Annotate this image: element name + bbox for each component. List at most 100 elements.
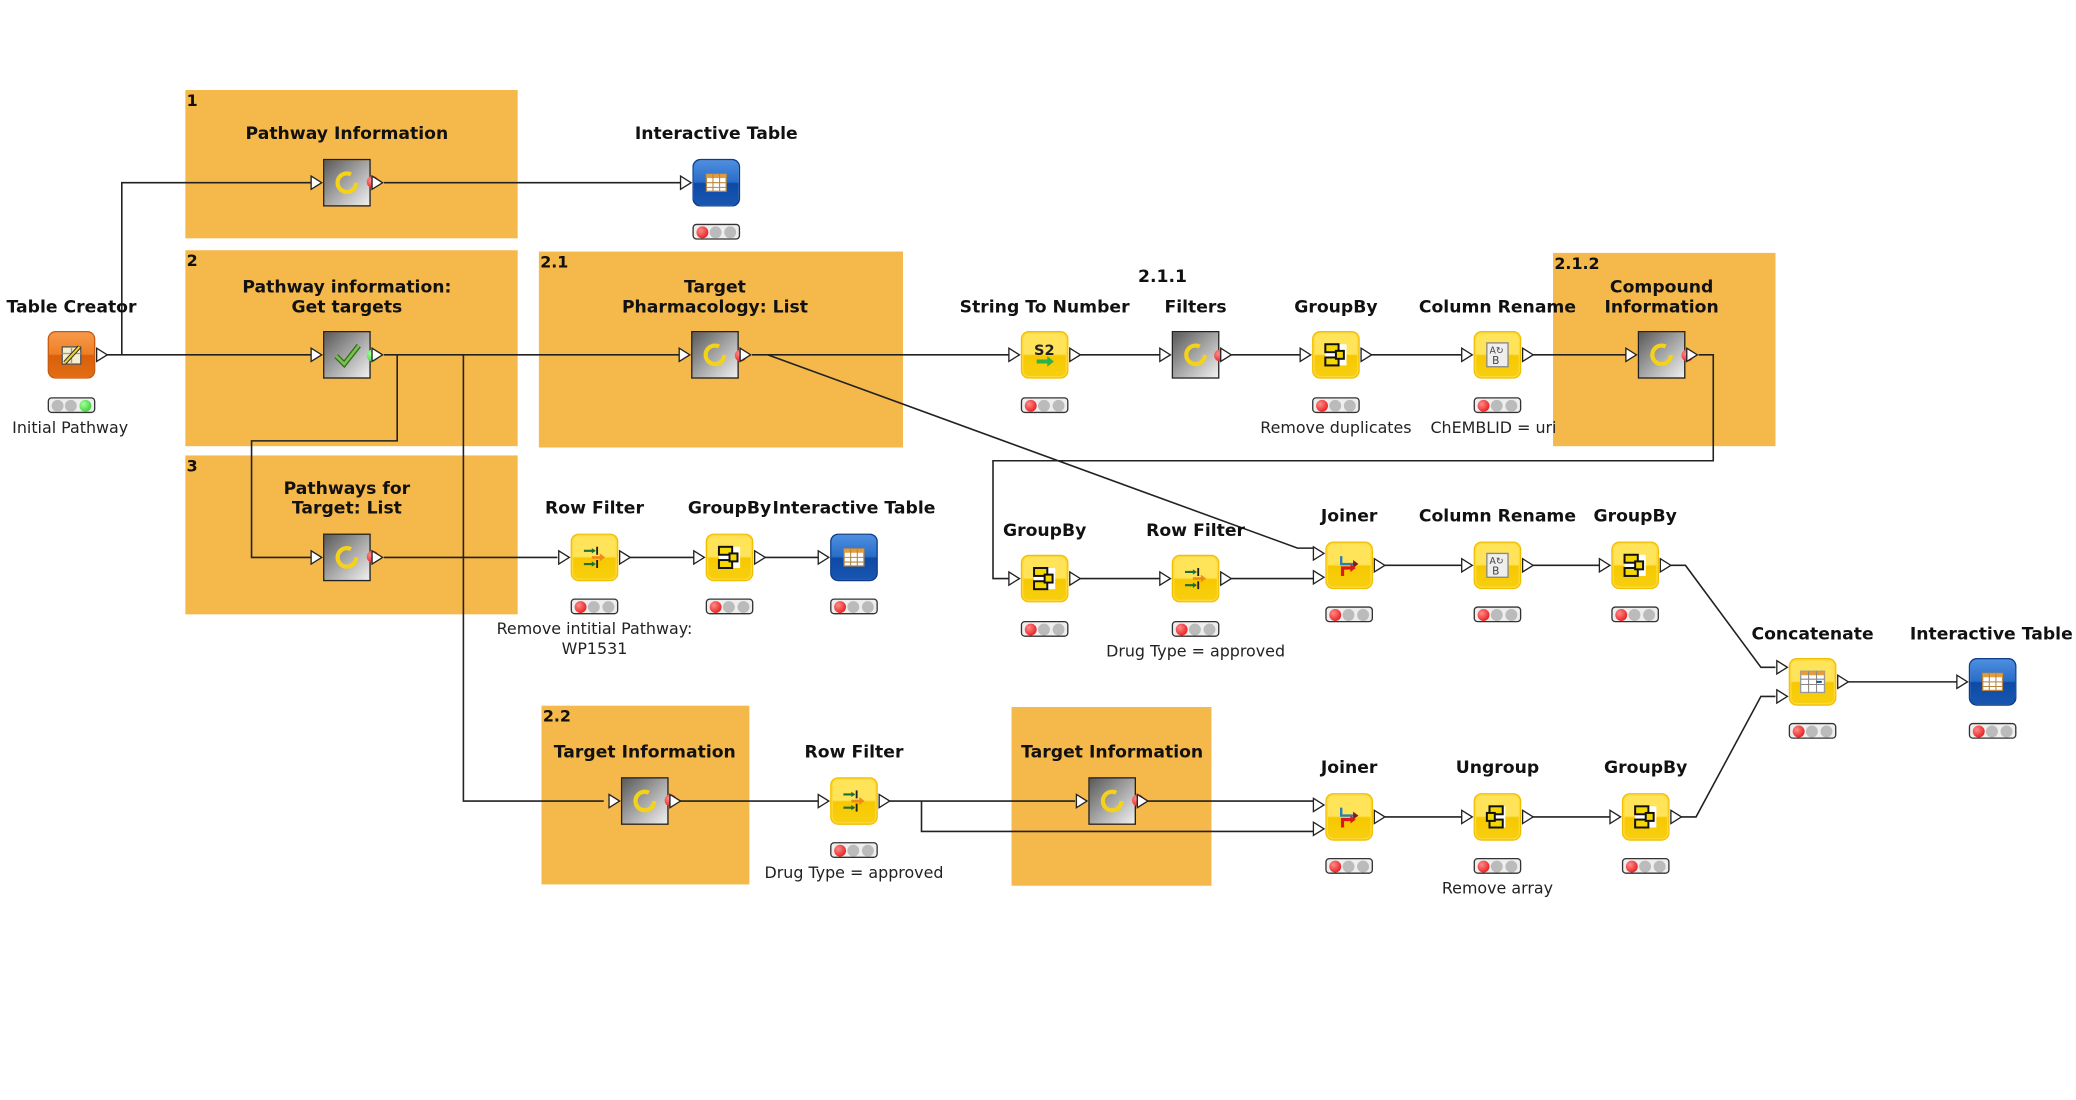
port-status-dot bbox=[664, 794, 677, 807]
node-string-to-number[interactable]: S2 bbox=[1020, 331, 1069, 379]
status-light bbox=[830, 598, 878, 615]
port-status-dot bbox=[1214, 349, 1227, 362]
node-concatenate[interactable] bbox=[1788, 658, 1837, 706]
table-icon bbox=[1970, 659, 2015, 704]
node-title: Interactive Table bbox=[772, 499, 936, 520]
connection bbox=[1670, 564, 1776, 669]
node-comment: ChEMBLID = uri bbox=[1430, 418, 1557, 437]
row-filter-icon bbox=[831, 779, 876, 824]
status-light bbox=[1473, 857, 1522, 874]
svg-text:B: B bbox=[1492, 355, 1499, 367]
status-light bbox=[692, 223, 741, 240]
rename-ab-icon: A↻B bbox=[1475, 543, 1520, 588]
loop-icon bbox=[1173, 332, 1218, 377]
table-pencil-icon bbox=[49, 332, 94, 377]
port-status-dot bbox=[366, 349, 379, 362]
row-filter-icon bbox=[572, 535, 617, 580]
node-column-rename-2[interactable]: A↻B bbox=[1473, 541, 1522, 590]
status-light bbox=[1020, 620, 1069, 637]
connection bbox=[992, 354, 1715, 580]
status-light bbox=[705, 598, 754, 615]
node-interactive-table-2[interactable] bbox=[830, 533, 878, 582]
node-groupby-4[interactable] bbox=[1611, 541, 1659, 590]
node-title: Target Information bbox=[1021, 742, 1204, 763]
connection bbox=[121, 181, 312, 355]
row-filter-icon bbox=[1173, 556, 1218, 601]
node-ungroup[interactable] bbox=[1473, 793, 1522, 841]
metanode-target-pharmacology[interactable] bbox=[691, 331, 739, 379]
node-title: Target Information bbox=[553, 742, 736, 763]
s2-arrow-icon: S2 bbox=[1022, 332, 1067, 377]
status-light bbox=[1473, 606, 1522, 623]
node-comment: Drug Type = approved bbox=[764, 863, 944, 882]
loop-icon bbox=[692, 332, 737, 377]
metanode-pathway-information[interactable] bbox=[323, 158, 371, 207]
node-title: Pathway Information bbox=[245, 124, 449, 145]
metanode-pathways-for-target[interactable] bbox=[323, 533, 371, 582]
status-light bbox=[1020, 397, 1069, 414]
node-interactive-table-1[interactable] bbox=[692, 158, 741, 207]
metanode-compound-information[interactable] bbox=[1637, 331, 1686, 379]
status-light bbox=[1325, 857, 1373, 874]
groupby-grid-icon bbox=[1623, 794, 1668, 839]
node-title: Target Pharmacology: List bbox=[621, 278, 808, 318]
status-light bbox=[1621, 857, 1670, 874]
loop-icon bbox=[622, 779, 667, 824]
status-light bbox=[1611, 606, 1659, 623]
node-title: Pathway information: Get targets bbox=[242, 278, 452, 318]
groupby-grid-icon bbox=[1613, 543, 1658, 588]
node-row-filter-2[interactable] bbox=[1171, 554, 1220, 603]
status-light bbox=[1325, 606, 1373, 623]
port-status-dot bbox=[366, 550, 379, 563]
status-light bbox=[1968, 722, 2017, 739]
node-row-filter-1[interactable] bbox=[570, 533, 619, 582]
node-title: GroupBy bbox=[1294, 297, 1378, 318]
port-status-dot bbox=[366, 176, 379, 189]
node-column-rename-1[interactable]: A↻B bbox=[1473, 331, 1522, 379]
node-interactive-table-3[interactable] bbox=[1968, 658, 2017, 706]
node-title: GroupBy bbox=[1593, 507, 1677, 527]
metanode-filters[interactable] bbox=[1171, 331, 1220, 379]
rename-ab-icon: A↻B bbox=[1475, 332, 1520, 377]
status-light bbox=[47, 397, 96, 414]
node-title: Column Rename bbox=[1418, 297, 1577, 318]
groupby-grid-icon bbox=[1022, 556, 1067, 601]
node-title: Row Filter bbox=[804, 742, 904, 763]
status-light bbox=[1788, 722, 1837, 739]
port-status-dot bbox=[734, 349, 747, 362]
annotation-number: 1 bbox=[186, 91, 198, 110]
table-icon bbox=[694, 160, 739, 205]
status-light bbox=[570, 598, 619, 615]
concatenate-icon bbox=[1790, 659, 1835, 704]
status-light bbox=[830, 842, 878, 858]
groupby-grid-icon bbox=[1313, 332, 1358, 377]
annotation-number: 2.1 bbox=[540, 252, 569, 272]
node-title: GroupBy bbox=[1002, 521, 1087, 542]
node-title: Joiner bbox=[1320, 758, 1378, 779]
node-table-creator[interactable] bbox=[47, 331, 96, 379]
annotation-number: 2.2 bbox=[542, 707, 571, 726]
node-joiner-1[interactable] bbox=[1325, 541, 1373, 590]
loop-icon bbox=[1639, 332, 1684, 377]
metanode-get-targets[interactable] bbox=[323, 331, 371, 379]
connection bbox=[462, 354, 604, 802]
node-joiner-2[interactable] bbox=[1325, 793, 1373, 841]
node-title: Concatenate bbox=[1751, 624, 1874, 645]
node-groupby-1[interactable] bbox=[1312, 331, 1360, 379]
node-groupby-3[interactable] bbox=[1020, 554, 1069, 603]
node-title: GroupBy bbox=[687, 499, 772, 520]
node-groupby-5[interactable] bbox=[1621, 793, 1670, 841]
loop-icon bbox=[324, 535, 369, 580]
node-groupby-2[interactable] bbox=[705, 533, 754, 582]
metanode-target-information-1[interactable] bbox=[620, 777, 669, 825]
annotation-number: 2 bbox=[186, 251, 198, 271]
node-title: Ungroup bbox=[1455, 758, 1540, 779]
node-title: Row Filter bbox=[1146, 521, 1246, 542]
node-title: GroupBy bbox=[1604, 758, 1688, 779]
metanode-target-information-2[interactable] bbox=[1088, 777, 1136, 825]
node-row-filter-3[interactable] bbox=[830, 777, 878, 825]
node-comment: Remove intitial Pathway: WP1531 bbox=[496, 619, 693, 659]
port-status-dot bbox=[1132, 794, 1144, 807]
